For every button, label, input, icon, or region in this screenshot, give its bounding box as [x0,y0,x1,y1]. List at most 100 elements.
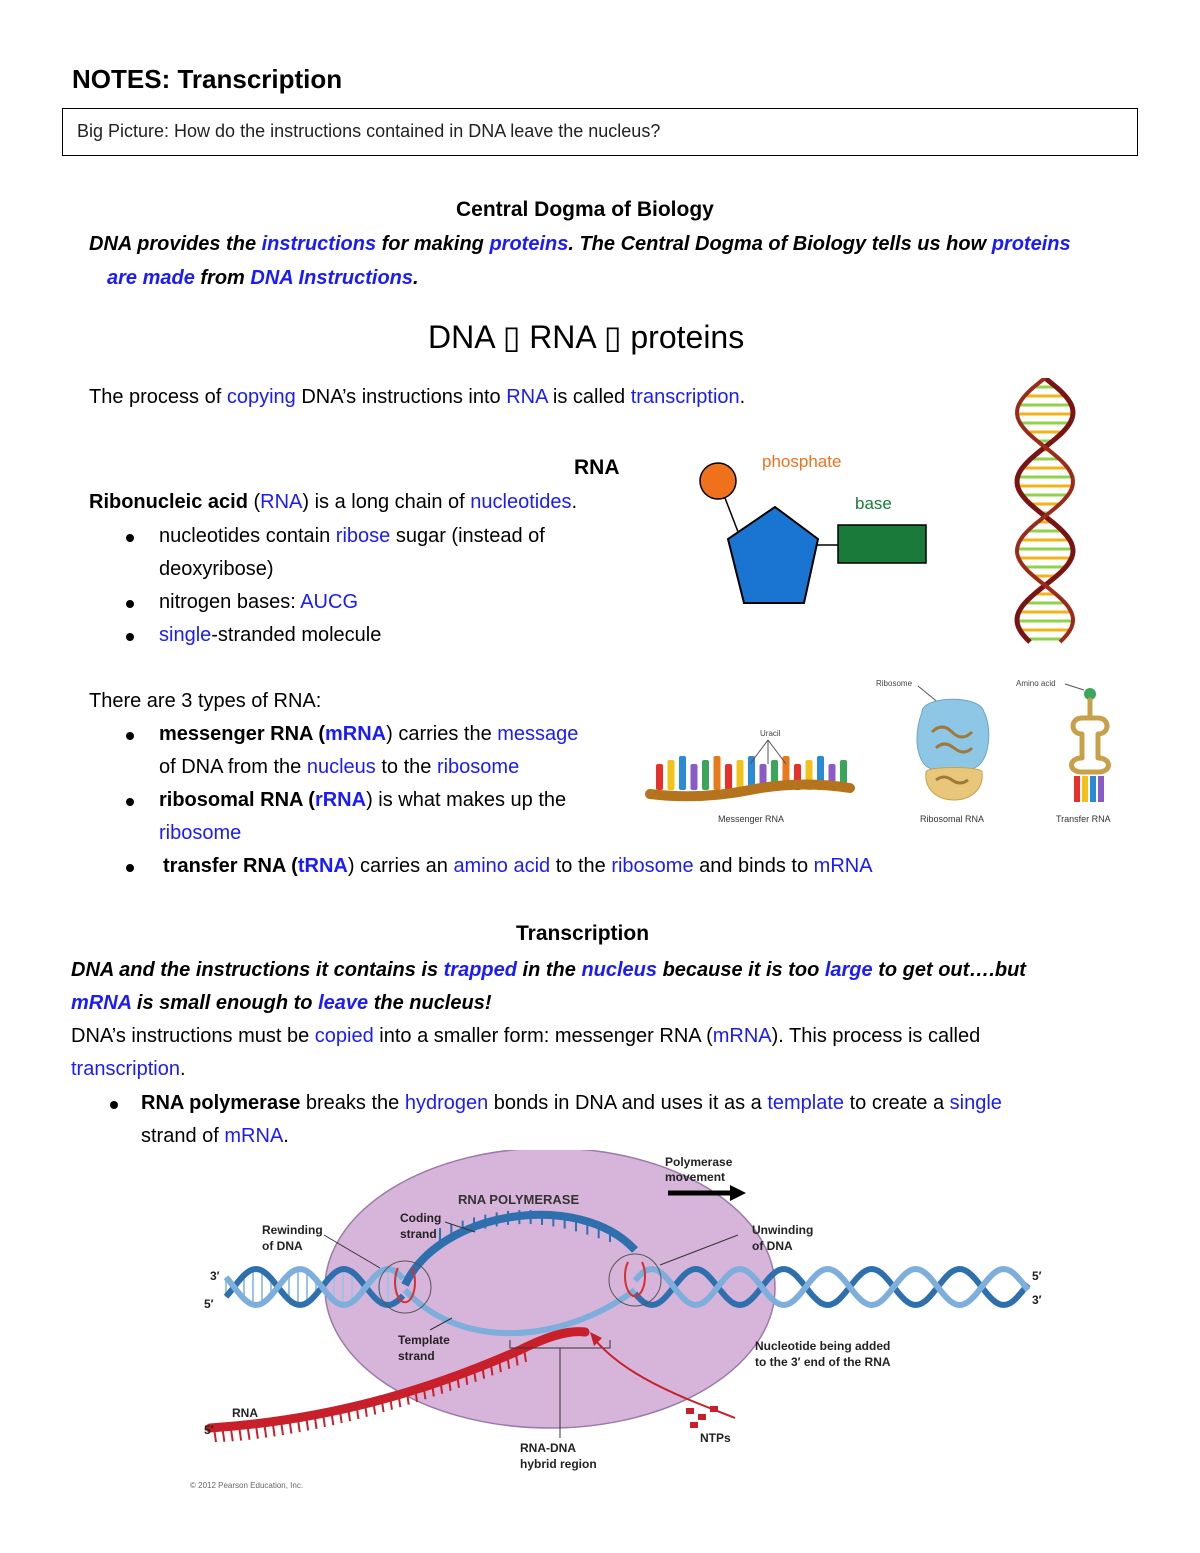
copyright-notice: © 2012 Pearson Education, Inc. [190,1481,303,1490]
phosphate-circle [699,462,737,500]
transcription-copy-1: DNA’s instructions must be copied into a… [71,1025,981,1047]
rna-base [388,1395,393,1410]
polymerase-line-2: strand of mRNA. [141,1125,289,1147]
rna-bullet-bases: nitrogen bases: AUCG [159,591,359,613]
polymerase-title: RNA POLYMERASE [458,1192,579,1207]
rna-base [254,1424,259,1439]
mrna-base [736,760,744,790]
transcription-intro-1: DNA and the instructions it contains is … [71,959,1026,981]
sugar-pentagon [726,505,820,604]
base-label: base [855,494,892,513]
ribosome-small-subunit [925,767,983,801]
rna-types-figure: Uracil Messenger RNA Ribosome Ribosomal … [645,679,1111,824]
hybrid-label-2: hybrid region [520,1457,597,1471]
dna-right-strand-a [632,1265,1031,1309]
mrna-base [748,756,755,790]
rna-base [506,1354,511,1369]
dna-right-3prime: 3′ [1032,1293,1042,1307]
rna-definition: Ribonucleic acid (RNA) is a long chain o… [89,491,578,513]
central-dogma-line-1: DNA provides the instructions for making… [89,233,1071,255]
rna-base [363,1402,368,1417]
polymerase-line-1: RNA polymerase breaks the hydrogen bonds… [141,1092,1002,1114]
dna-helix-image [1014,378,1076,644]
rrna-line-2: ribosome [159,822,242,844]
rna-base [347,1406,352,1422]
rna-base [380,1397,385,1413]
amino-acid-icon [1084,688,1096,700]
rna-base [430,1382,435,1397]
rewind-label-2: of DNA [262,1239,303,1253]
rna-base [263,1423,268,1438]
mrna-base [702,760,709,790]
rna-base [422,1385,427,1400]
rna-base [213,1427,217,1443]
transcription-copy-2: transcription. [71,1058,186,1080]
transcription-heading: Transcription [516,922,650,945]
dna-left-5prime: 5′ [204,1297,214,1311]
bullet-icon [126,732,134,740]
rna-types-intro: There are 3 types of RNA: [89,690,322,712]
ribosome-large-subunit [916,698,990,773]
ribosome-label: Ribosome [876,679,913,688]
rna-base [414,1387,419,1403]
rna-base [246,1425,251,1440]
central-dogma-equation: DNA ▯ RNA ▯ proteins [428,319,745,355]
bullet-icon [126,534,134,542]
nucleotide-diagram: phosphate base [699,452,927,604]
rna-bullet-ribose: nucleotides contain ribose sugar (instea… [159,525,545,547]
central-dogma-heading: Central Dogma of Biology [456,198,714,221]
trna-line: transfer RNA (tRNA) carries an amino aci… [163,855,873,877]
bullet-icon [126,798,134,806]
rna-base [372,1400,377,1415]
coding-label-2: strand [400,1227,437,1241]
mrna-base [725,764,732,790]
dna-right-strand-b [632,1265,1031,1309]
mrna-base [713,756,721,790]
mrna-line-2: of DNA from the nucleus to the ribosome [159,756,520,778]
rna-base [489,1361,494,1376]
rna-base [280,1420,285,1436]
mrna-base [679,756,686,790]
nucleotide-added-label-2: to the 3′ end of the RNA [755,1355,891,1369]
rna-base [523,1347,527,1363]
page-title: NOTES: Transcription [72,64,343,94]
bullet-icon [126,600,134,608]
template-label-2: strand [398,1349,435,1363]
rna-base [455,1373,460,1388]
rna-bullet-ribose-cont: deoxyribose) [159,558,274,580]
coding-label-1: Coding [400,1211,441,1225]
amino-acid-label: Amino acid [1016,679,1056,688]
rna-base [330,1410,335,1426]
rna-base [305,1416,310,1431]
big-picture-text: Big Picture: How do the instructions con… [77,121,661,141]
rna-base [238,1426,243,1441]
rewind-label-1: Rewinding [262,1223,323,1237]
rna-base [271,1422,276,1437]
big-picture-box: Big Picture: How do the instructions con… [62,108,1138,156]
rna-label: RNA [232,1406,258,1420]
bullet-icon [110,1101,118,1109]
transfer-rna-label: Transfer RNA [1056,814,1111,824]
central-dogma-line-2: are made from DNA Instructions. [107,267,419,289]
ntps-label: NTPs [700,1431,731,1445]
rna-base [472,1367,477,1382]
process-sentence: The process of copying DNA’s instruction… [89,386,746,408]
dna-left-strand-a [223,1265,406,1309]
rna-heading: RNA [574,456,620,479]
messenger-rna-label: Messenger RNA [718,814,784,824]
helix-strand-b [1014,378,1076,644]
rna-base [439,1379,444,1394]
rna-base [405,1390,410,1405]
rna-base [447,1376,452,1391]
template-label-1: Template [398,1333,450,1347]
rna-base [338,1408,343,1424]
helix-strand-a [1014,378,1076,644]
rna-base [221,1427,226,1442]
codon-label: Uracil [760,729,781,738]
rna-base [481,1364,486,1379]
base-rectangle [837,524,927,564]
mrna-base [690,764,698,790]
mrna-base [656,764,663,790]
dna-right-5prime: 5′ [1032,1269,1042,1283]
rna-bullet-single: single-stranded molecule [159,624,382,646]
